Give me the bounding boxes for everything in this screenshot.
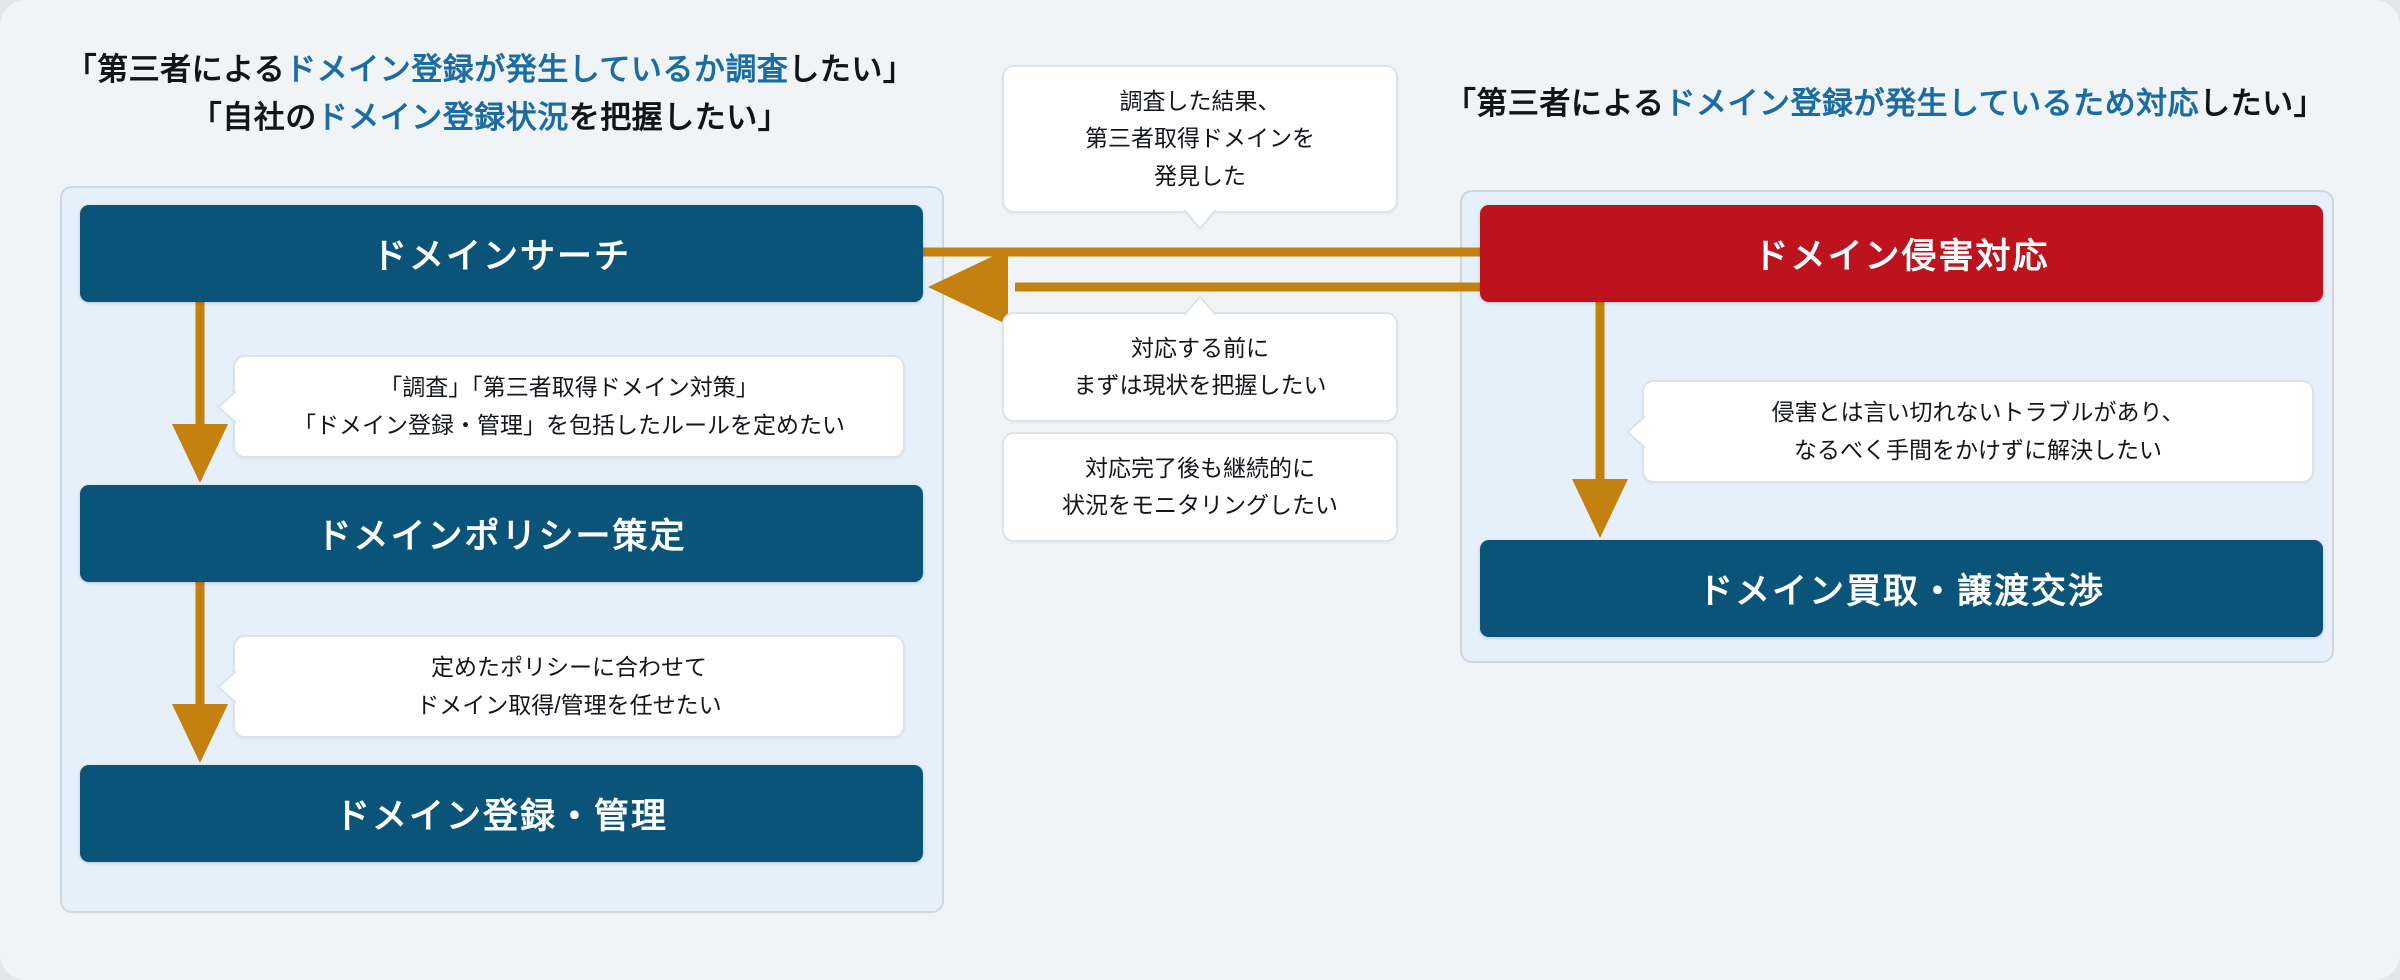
heading-right: 「第三者によるドメイン登録が発生しているため対応したい」 bbox=[1440, 80, 2330, 128]
callout-found-line2: 第三者取得ドメインを bbox=[1085, 125, 1315, 152]
callout-trouble-line2: なるべく手間をかけずに解決したい bbox=[1794, 436, 2162, 463]
service-box-domain-purchase-label: ドメイン買取・譲渡交渉 bbox=[1697, 572, 2105, 611]
callout-monitor: 対応完了後も継続的に 状況をモニタリングしたい bbox=[1002, 432, 1398, 542]
service-box-domain-policy[interactable]: ドメインポリシー策定 bbox=[80, 485, 923, 582]
callout-grasp-line1: 対応する前に bbox=[1131, 334, 1269, 361]
service-box-domain-policy-label: ドメインポリシー策定 bbox=[316, 517, 687, 556]
callout-rule-line2: 「ドメイン登録・管理」を包括したルールを定めたい bbox=[293, 411, 845, 438]
callout-found-line3: 発見した bbox=[1154, 162, 1246, 189]
callout-rule: 「調査」「第三者取得ドメイン対策」 「ドメイン登録・管理」を包括したルールを定め… bbox=[233, 355, 905, 458]
service-box-domain-registration-label: ドメイン登録・管理 bbox=[334, 797, 668, 836]
callout-rule-line1: 「調査」「第三者取得ドメイン対策」 bbox=[379, 374, 759, 401]
heading-left-line2-pre: 「自社の bbox=[190, 100, 317, 136]
callout-monitor-line1: 対応完了後も継続的に bbox=[1085, 454, 1315, 481]
heading-right-line1-post: したい」 bbox=[2199, 86, 2326, 121]
callout-grasp-line2: まずは現状を把握したい bbox=[1073, 372, 1327, 398]
service-box-domain-search[interactable]: ドメインサーチ bbox=[80, 205, 923, 302]
service-box-domain-infringement-label: ドメイン侵害対応 bbox=[1753, 237, 2050, 276]
callout-grasp: 対応する前に まずは現状を把握したい bbox=[1002, 312, 1398, 422]
service-box-domain-registration[interactable]: ドメイン登録・管理 bbox=[80, 765, 923, 862]
callout-policy: 定めたポリシーに合わせて ドメイン取得/管理を任せたい bbox=[233, 635, 905, 738]
heading-left-line2-highlight: ドメイン登録状況 bbox=[316, 100, 569, 136]
heading-left: 「第三者によるドメイン登録が発生しているか調査したい」 「自社のドメイン登録状況… bbox=[60, 46, 920, 142]
heading-left-line1-post: したい」 bbox=[788, 52, 915, 87]
heading-left-line2-post: を把握したい」 bbox=[568, 100, 790, 136]
callout-trouble: 侵害とは言い切れないトラブルがあり、 なるべく手間をかけずに解決したい bbox=[1642, 380, 2314, 483]
service-box-domain-search-label: ドメインサーチ bbox=[371, 237, 631, 276]
heading-left-line1-pre: 「第三者による bbox=[65, 52, 286, 87]
callout-policy-line2: ドメイン取得/管理を任せたい bbox=[416, 691, 722, 718]
callout-found: 調査した結果、 第三者取得ドメインを 発見した bbox=[1002, 65, 1398, 213]
heading-right-line1-pre: 「第三者による bbox=[1444, 86, 1665, 121]
callout-policy-line1: 定めたポリシーに合わせて bbox=[431, 654, 707, 681]
callout-trouble-line1: 侵害とは言い切れないトラブルがあり、 bbox=[1771, 399, 2185, 426]
service-box-domain-infringement[interactable]: ドメイン侵害対応 bbox=[1480, 205, 2323, 302]
callout-found-line1: 調査した結果、 bbox=[1119, 88, 1281, 115]
service-box-domain-purchase[interactable]: ドメイン買取・譲渡交渉 bbox=[1480, 540, 2323, 637]
heading-left-line1-highlight: ドメイン登録が発生しているか調査 bbox=[285, 52, 789, 87]
heading-right-line1-highlight: ドメイン登録が発生しているため対応 bbox=[1664, 86, 2200, 121]
callout-monitor-line2: 状況をモニタリングしたい bbox=[1062, 492, 1338, 518]
